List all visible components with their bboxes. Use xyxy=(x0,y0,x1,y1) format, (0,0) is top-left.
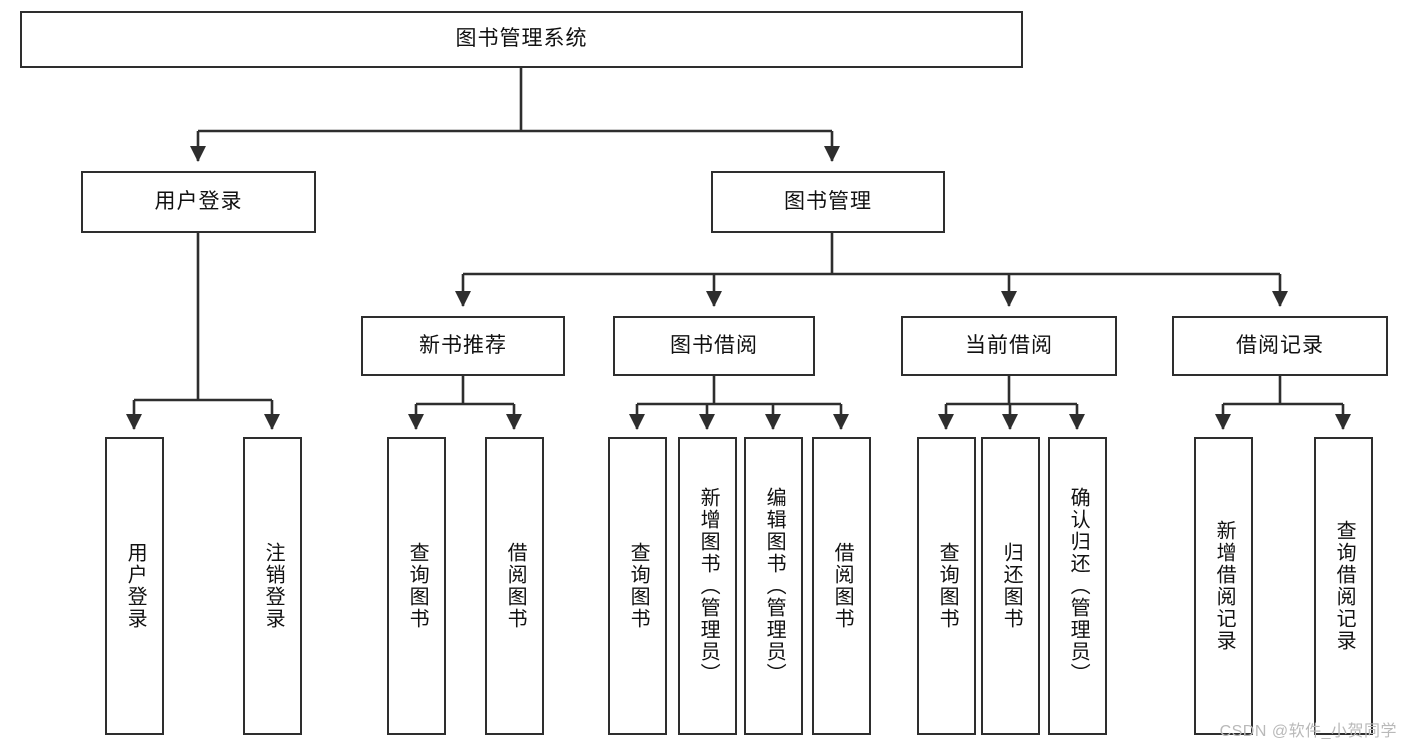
node-leaf-add-record-label: 新增借阅记录 xyxy=(1213,520,1236,652)
node-leaf-add-book-label: 新增图书（管理员） xyxy=(697,487,720,685)
node-borrow-record[interactable]: 借阅记录 xyxy=(1172,316,1388,376)
node-leaf-query-record-label: 查询借阅记录 xyxy=(1333,520,1356,652)
node-book-management-label: 图书管理 xyxy=(784,189,872,213)
node-leaf-query-record[interactable]: 查询借阅记录 xyxy=(1314,437,1373,735)
node-root-label: 图书管理系统 xyxy=(455,27,588,51)
node-new-book-recommend[interactable]: 新书推荐 xyxy=(361,316,565,376)
node-root[interactable]: 图书管理系统 xyxy=(20,11,1023,68)
node-leaf-borrow-book-1[interactable]: 借阅图书 xyxy=(485,437,544,735)
node-leaf-edit-book-label: 编辑图书（管理员） xyxy=(763,487,786,685)
node-leaf-query-book-3-label: 查询图书 xyxy=(936,542,959,630)
node-book-borrow-label: 图书借阅 xyxy=(670,333,758,357)
node-leaf-add-record[interactable]: 新增借阅记录 xyxy=(1194,437,1253,735)
node-user-login[interactable]: 用户登录 xyxy=(81,171,316,233)
node-leaf-logout-label: 注销登录 xyxy=(262,542,285,630)
node-leaf-borrow-book-2[interactable]: 借阅图书 xyxy=(812,437,871,735)
node-leaf-borrow-book-2-label: 借阅图书 xyxy=(831,542,854,630)
node-leaf-query-book-3[interactable]: 查询图书 xyxy=(917,437,976,735)
node-leaf-edit-book[interactable]: 编辑图书（管理员） xyxy=(744,437,803,735)
node-borrow-record-label: 借阅记录 xyxy=(1236,333,1324,357)
node-leaf-add-book[interactable]: 新增图书（管理员） xyxy=(678,437,737,735)
node-leaf-confirm-return[interactable]: 确认归还（管理员） xyxy=(1048,437,1107,735)
node-leaf-query-book-1-label: 查询图书 xyxy=(406,542,429,630)
node-leaf-return-book-label: 归还图书 xyxy=(1000,542,1023,630)
node-current-borrow-label: 当前借阅 xyxy=(965,333,1053,357)
node-leaf-query-book-2-label: 查询图书 xyxy=(627,542,650,630)
node-leaf-user-login[interactable]: 用户登录 xyxy=(105,437,164,735)
csdn-watermark: CSDN @软件_小贺同学 xyxy=(1219,723,1397,740)
node-leaf-query-book-1[interactable]: 查询图书 xyxy=(387,437,446,735)
node-leaf-logout[interactable]: 注销登录 xyxy=(243,437,302,735)
node-book-borrow[interactable]: 图书借阅 xyxy=(613,316,815,376)
node-leaf-return-book[interactable]: 归还图书 xyxy=(981,437,1040,735)
node-new-book-recommend-label: 新书推荐 xyxy=(419,333,507,357)
node-current-borrow[interactable]: 当前借阅 xyxy=(901,316,1117,376)
node-leaf-borrow-book-1-label: 借阅图书 xyxy=(504,542,527,630)
node-leaf-query-book-2[interactable]: 查询图书 xyxy=(608,437,667,735)
node-leaf-user-login-label: 用户登录 xyxy=(124,542,147,630)
node-leaf-confirm-return-label: 确认归还（管理员） xyxy=(1067,487,1090,685)
node-user-login-label: 用户登录 xyxy=(154,189,243,213)
node-book-management[interactable]: 图书管理 xyxy=(711,171,945,233)
